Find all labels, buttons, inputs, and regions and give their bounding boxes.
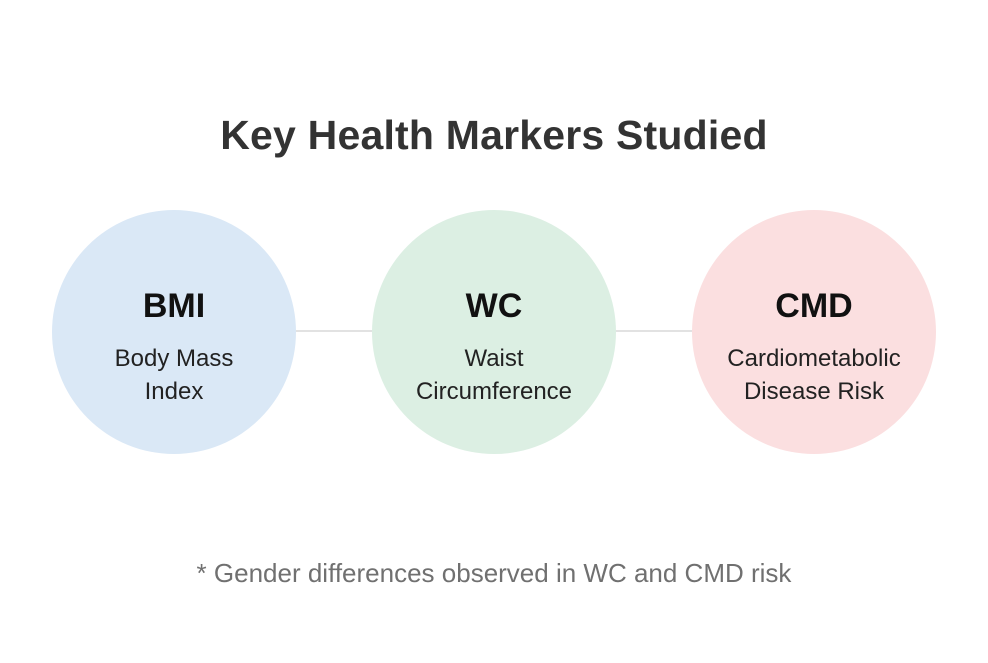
marker-description-bmi: Body Mass Index [52, 342, 296, 408]
marker-desc-line1-cmd: Cardiometabolic [727, 345, 901, 372]
marker-circle-cmd: CMD Cardiometabolic Disease Risk [692, 210, 936, 454]
marker-abbr-bmi: BMI [142, 287, 206, 325]
marker-abbr-wc: WC [465, 287, 523, 325]
marker-desc-line2-cmd: Disease Risk [743, 378, 885, 405]
connector-wc-cmd [615, 330, 693, 332]
footnote: * Gender differences observed in WC and … [196, 558, 792, 588]
marker-desc-line1-wc: Waist [464, 345, 524, 372]
connector-bmi-wc [295, 330, 373, 332]
marker-abbr-cmd: CMD [775, 287, 853, 325]
marker-description-wc: Waist Circumference [372, 342, 616, 408]
diagram-title: Key Health Markers Studied [220, 112, 768, 158]
marker-circle-wc: WC Waist Circumference [372, 210, 616, 454]
marker-circle-bmi: BMI Body Mass Index [52, 210, 296, 454]
marker-desc-line1-bmi: Body Mass [114, 345, 234, 372]
marker-desc-line2-bmi: Index [144, 378, 204, 405]
marker-desc-line2-wc: Circumference [415, 378, 573, 405]
marker-description-cmd: Cardiometabolic Disease Risk [692, 342, 936, 408]
